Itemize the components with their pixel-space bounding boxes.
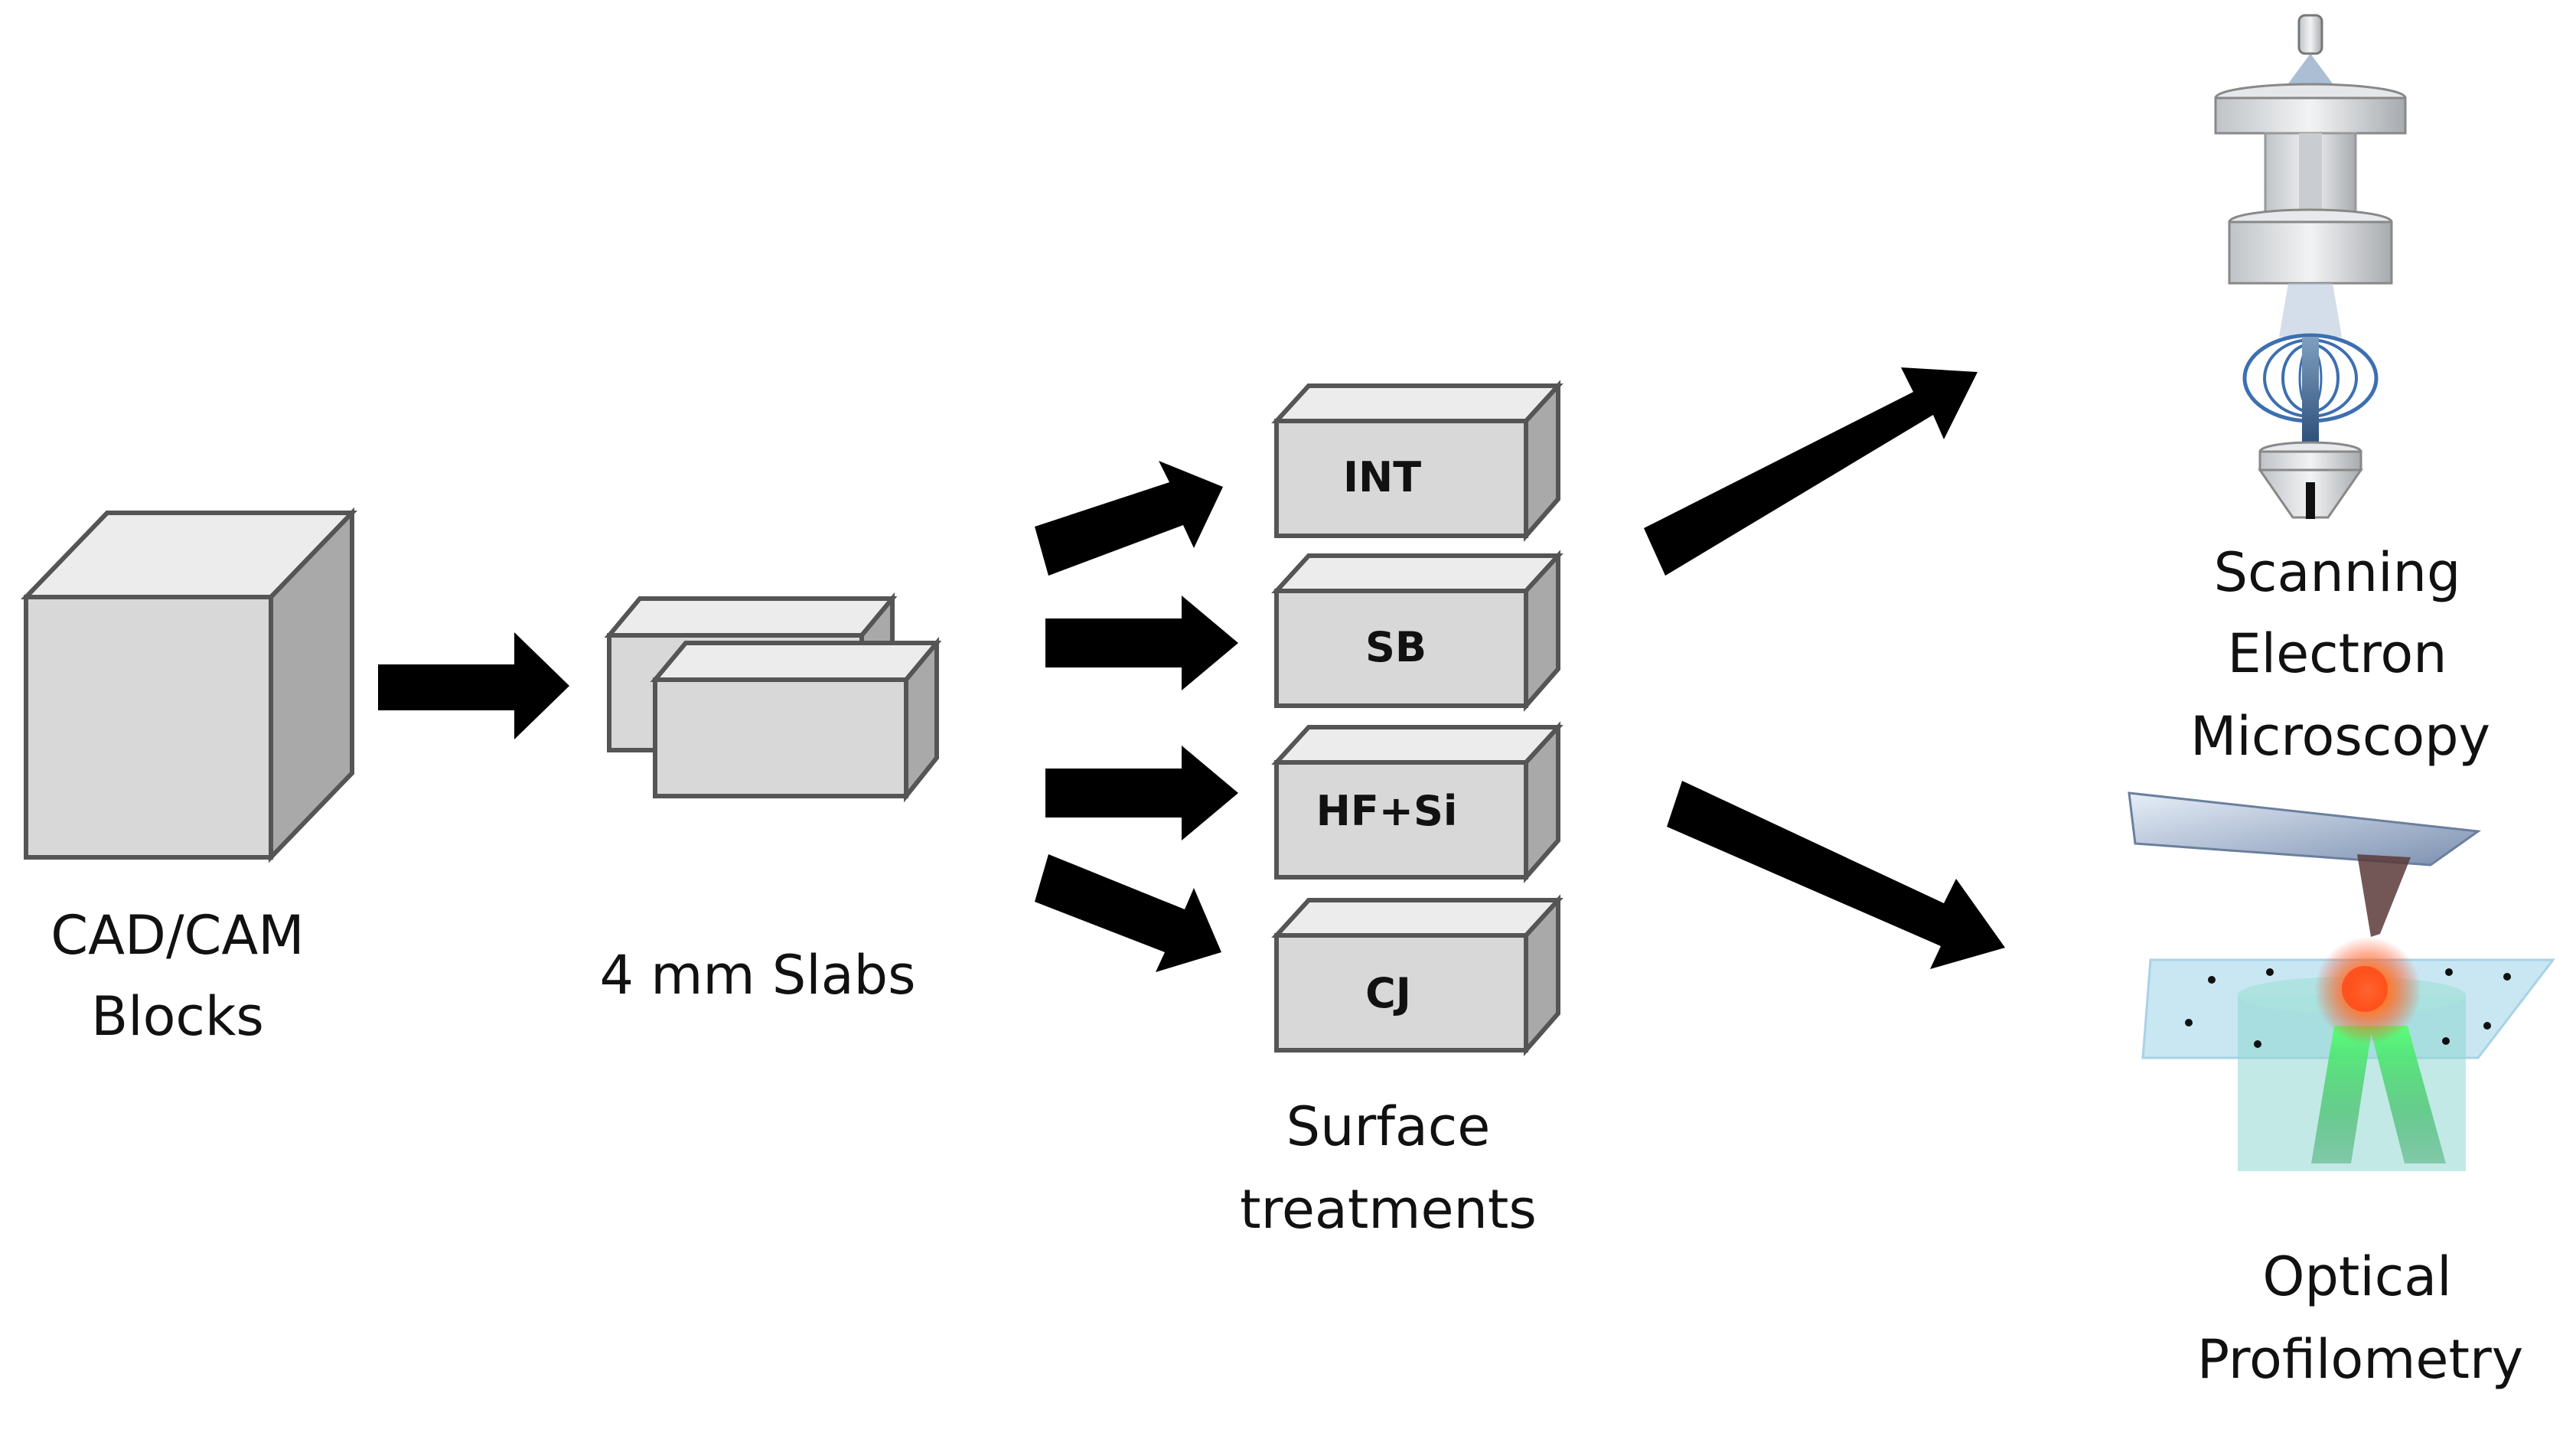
electron-microscope-icon bbox=[2214, 14, 2407, 519]
arrow-slabs-to-sb bbox=[1045, 596, 1238, 690]
sem-label-line-2: Electron bbox=[2227, 622, 2447, 685]
treatment-box-sb: SB bbox=[1271, 550, 1564, 712]
treatments-label-line-1: Surface bbox=[1286, 1095, 1491, 1158]
arrow-treatments-to-profilometry bbox=[1667, 781, 2005, 969]
treatment-box-int: INT bbox=[1271, 380, 1564, 542]
treatment-box-cj: CJ bbox=[1271, 894, 1564, 1056]
profilometry-label-line-2: Profilometry bbox=[2197, 1328, 2523, 1391]
arrow-slabs-to-cj bbox=[1035, 854, 1221, 972]
arrow-treatments-to-sem bbox=[1644, 367, 1978, 576]
optical-profilometer-icon bbox=[2128, 791, 2556, 1171]
arrow-blocks-to-slabs bbox=[378, 632, 569, 739]
sem-label-line-1: Scanning bbox=[2214, 541, 2461, 604]
arrow-slabs-to-int bbox=[1035, 461, 1223, 576]
treatments-label-line-2: treatments bbox=[1240, 1178, 1537, 1241]
treatment-label-int: INT bbox=[1343, 453, 1421, 501]
arrow-slabs-to-hfsi bbox=[1045, 746, 1238, 840]
treatment-label-hfsi: HF+Si bbox=[1316, 787, 1458, 835]
profilometry-label-line-1: Optical bbox=[2262, 1245, 2451, 1308]
treatment-box-hfsi: HF+Si bbox=[1271, 721, 1564, 883]
slabs-label: 4 mm Slabs bbox=[599, 944, 915, 1007]
cadcam-label-line-2: Blocks bbox=[91, 985, 264, 1048]
surface-dots bbox=[2185, 968, 2511, 1048]
slab-front bbox=[650, 636, 942, 803]
cadcam-block-cube bbox=[20, 507, 358, 863]
treatment-label-cj: CJ bbox=[1365, 969, 1411, 1017]
sem-label-line-3: Microscopy bbox=[2190, 705, 2490, 768]
cadcam-label-line-1: CAD/CAM bbox=[51, 904, 304, 967]
treatment-label-sb: SB bbox=[1365, 623, 1427, 671]
cube-front-face bbox=[24, 595, 273, 860]
